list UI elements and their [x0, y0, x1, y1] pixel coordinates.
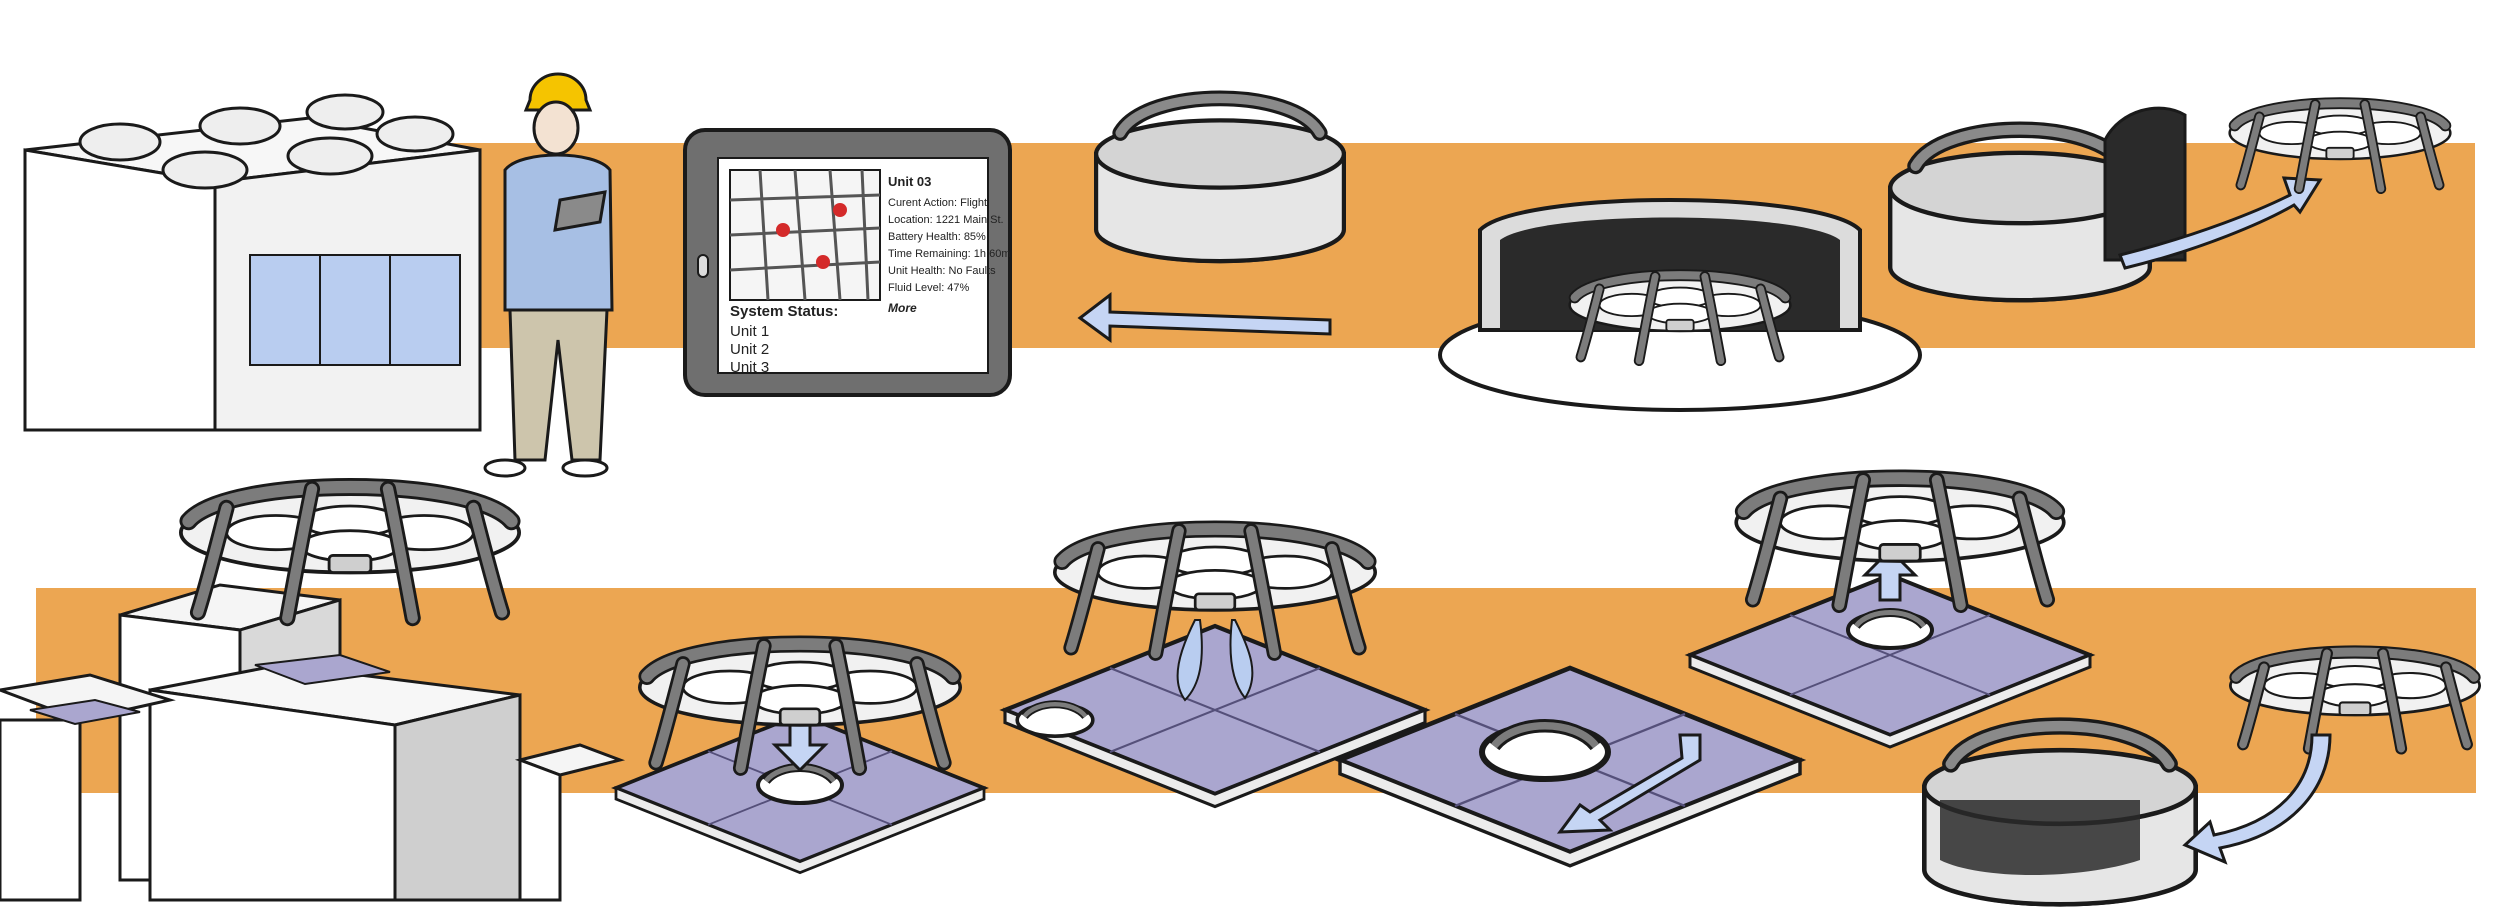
city-buildings: [0, 583, 626, 902]
unit-list-item[interactable]: Unit 1: [730, 323, 769, 340]
unit-list-item[interactable]: Unit 2: [730, 341, 769, 358]
open-dock-icon: [1438, 198, 1922, 412]
rooftop-building: [23, 116, 482, 432]
return-arrow-icon: [2182, 733, 2332, 865]
unit-list-item[interactable]: Unit 3: [730, 359, 769, 376]
tablet-icon: Unit 03 Curent Action: Flight Location: …: [683, 128, 1012, 397]
rooftop-dock-icon: [78, 93, 455, 190]
detail-line: Fluid Level: 47%: [888, 282, 970, 294]
detail-line: Location: 1221 Main St.: [888, 214, 1004, 226]
launch-arrow-icon: [2117, 176, 2323, 270]
detail-line: Time Remaining: 1h 60m: [888, 248, 1010, 260]
slide-arrow-icon: [1556, 733, 1702, 834]
more-link[interactable]: More: [888, 301, 917, 315]
charging-dock-icon: [1924, 726, 2195, 904]
spray-icon: [1176, 619, 1254, 702]
detail-line: Curent Action: Flight: [888, 197, 987, 209]
city-map: [729, 169, 881, 301]
detail-line: Battery Health: 85%: [888, 231, 986, 243]
detail-line: Unit Health: No Faults: [888, 265, 996, 277]
unit-title: Unit 03: [888, 174, 931, 189]
status-heading: System Status:: [730, 303, 838, 320]
charging-dock-icon: [1096, 98, 1344, 261]
release-dock-icon: [1890, 106, 2187, 300]
rotate-arrow-icon: [1077, 291, 1332, 343]
worker-icon: [483, 72, 614, 478]
